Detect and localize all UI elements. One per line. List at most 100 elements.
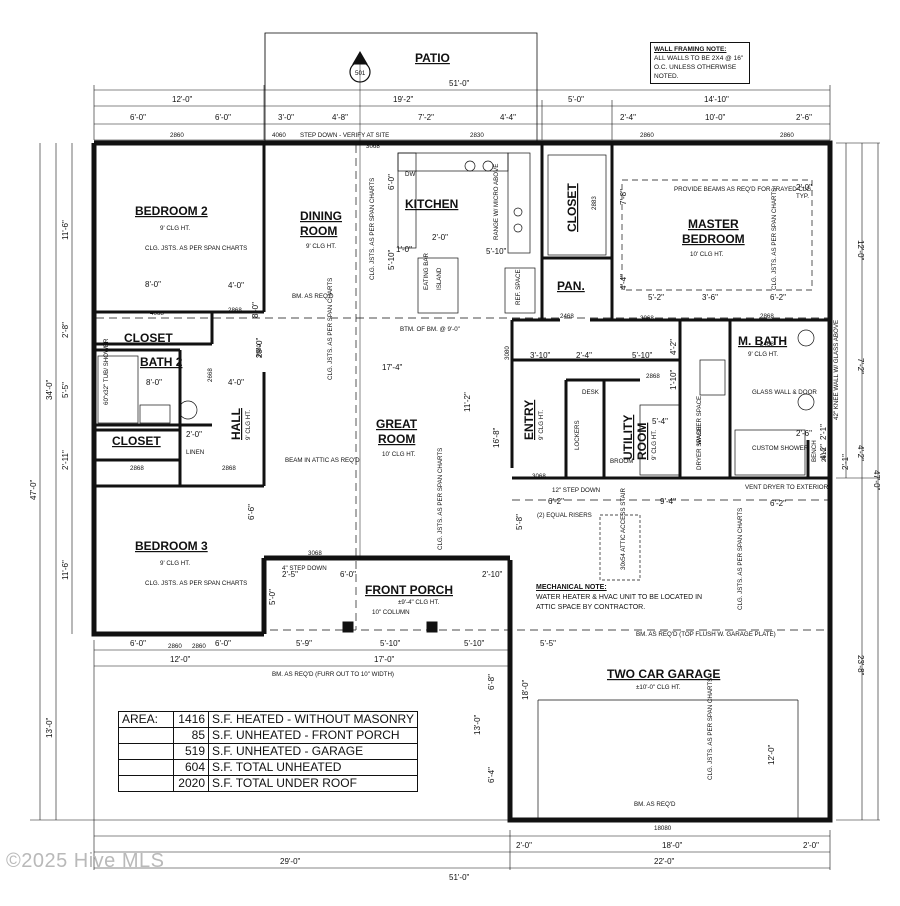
dim-mb-62: 6'-2" <box>770 293 786 302</box>
pantry-label: PAN. <box>557 279 585 293</box>
dim-bed2-4: 4'-0" <box>228 281 244 290</box>
bedroom2-jsts: CLG. JSTS. AS PER SPAN CHARTS <box>145 245 247 252</box>
garage-label: TWO CAR GARAGE <box>607 667 720 681</box>
dim-kit-20b: 2'-0" <box>796 183 812 192</box>
interior-walls <box>96 145 830 488</box>
dim-gar-58: 5'-8" <box>515 514 524 530</box>
dim-mb-52: 5'-2" <box>648 293 664 302</box>
dim-top-e8: 10'-0" <box>705 113 726 122</box>
knee-wall-note: 42" KNEE WALL W/ GLASS ABOVE <box>833 320 840 420</box>
dim-kit-78: 7'-8" <box>619 189 628 205</box>
dim-kit-510: 5'-10" <box>387 249 396 270</box>
dim-great-w: 17'-4" <box>382 363 403 372</box>
dim-bath-42: 4'-2" <box>669 339 678 355</box>
area-row: 85 S.F. UNHEATED - FRONT PORCH <box>118 727 419 744</box>
area-row: 2020 S.F. TOTAL UNDER ROOF <box>118 775 419 792</box>
glass-wall-note: GLASS WALL & DOOR <box>752 389 817 396</box>
garage-door-size: 18080 <box>654 825 672 832</box>
area-num: 604 <box>173 759 209 776</box>
dim-gar-94: 9'-4" <box>660 497 676 506</box>
wall-framing-body: ALL WALLS TO BE 2X4 @ 16" O.C. UNLESS OT… <box>654 55 744 80</box>
dim-bottom-overall: 51'-0" <box>449 873 470 882</box>
bench-label: BENCH <box>811 440 818 462</box>
garage-bm-note: BM. AS REQ'D (TOP FLUSH W. GARAGE PLATE) <box>636 631 776 638</box>
dim-kit-10: 1'-0" <box>396 245 412 254</box>
beams-master-note: PROVIDE BEAMS AS REQ'D FOR TRAYED CLG. <box>674 186 813 193</box>
dim-mb-21b: 2'-1" <box>841 454 850 470</box>
dim-porch-2: 2'-5" <box>282 570 298 579</box>
dim-mb-42b: 4'-2" <box>819 444 828 460</box>
dim-bath-110: 1'-10" <box>669 369 678 390</box>
dim-top-e2: 6'-0" <box>215 113 231 122</box>
dim-left-side: 34'-0" <box>45 379 54 400</box>
door-2868-c: 2868 <box>130 465 144 472</box>
dim-bottom-p4: 5'-5" <box>540 639 556 648</box>
porch-column <box>426 621 438 633</box>
area-row: 604 S.F. TOTAL UNHEATED <box>118 759 419 776</box>
dim-bottom-c1: 12'-0" <box>170 655 191 664</box>
dim-bottom-c2: 17'-0" <box>374 655 395 664</box>
dim-bottom-a1: 29'-0" <box>280 857 301 866</box>
door-2868-e: 2868 <box>760 313 774 320</box>
dim-top-e7: 2'-4" <box>620 113 636 122</box>
dw-label: DW <box>405 171 415 178</box>
dim-top-e4: 4'-8" <box>332 113 348 122</box>
garage-jsts2-note: CLG. JSTS. AS PER SPAN CHARTS <box>707 678 714 780</box>
hall-label: HALL <box>229 408 243 440</box>
typ-note: TYP. <box>796 193 809 200</box>
dim-right-r2: 7'-2" <box>856 358 865 374</box>
area-table: AREA: 1416 S.F. HEATED - WITHOUT MASONRY… <box>118 711 419 792</box>
dim-right-r1: 12'-0" <box>856 240 865 261</box>
mbath-label: M. BATH <box>738 334 787 348</box>
garage-bm2-note: BM. AS REQ'D <box>634 801 676 808</box>
dining-label: DINING <box>300 209 342 223</box>
attic-access-note: 30x54 ATTIC ACCESS STAIR <box>620 488 627 570</box>
garage-jsts-note: CLG. JSTS. AS PER SPAN CHARTS <box>737 508 744 610</box>
dim-great-d: 11'-2" <box>463 392 472 412</box>
step-down-4-note: 4" STEP DOWN <box>282 565 327 572</box>
dim-top-e6: 4'-4" <box>500 113 516 122</box>
entry-clg: 9' CLG HT. <box>538 410 545 440</box>
dim-left-porch: 13'-0" <box>45 717 54 738</box>
broom-label: BROOM <box>610 458 633 465</box>
area-num: 1416 <box>173 711 209 728</box>
beam-attic-note: BEAM IN ATTIC AS REQ'D <box>285 457 360 464</box>
window-w4: 2860 <box>640 132 654 139</box>
dim-ent-510: 5'-10" <box>632 351 653 360</box>
dim-mb-26: 2'-6" <box>796 429 812 438</box>
garage-clg: ±10'-0" CLG HT. <box>636 684 681 691</box>
door-3068-a: 3068 <box>366 143 380 150</box>
island-label: ISLAND <box>436 267 443 290</box>
section-marker <box>349 51 371 83</box>
mechanical-title: MECHANICAL NOTE: <box>536 584 607 591</box>
closet1-label: CLOSET <box>124 331 173 345</box>
dim-patio-depth: 8'-0" <box>251 302 260 318</box>
door-2668: 2668 <box>207 368 214 382</box>
dim-mb-21: 2'-1" <box>819 424 828 440</box>
mechanical-note: MECHANICAL NOTE: WATER HEATER & HVAC UNI… <box>536 583 706 613</box>
door-3068-b: 3068 <box>532 473 546 480</box>
dim-closet-20: 2'-0" <box>186 430 202 439</box>
dim-ent-310: 3'-10" <box>530 351 551 360</box>
dim-bed2-w: 8'-0" <box>145 280 161 289</box>
dim-dining-gap: 29'-0" <box>255 337 264 358</box>
dim-porch-10: 2'-10" <box>482 570 503 579</box>
dim-bottom-b1: 2'-0" <box>516 841 532 850</box>
mbath-clg: 9' CLG HT. <box>748 351 778 358</box>
great-clg: 10' CLG HT. <box>382 451 416 458</box>
wall-framing-title: WALL FRAMING NOTE: <box>654 46 727 53</box>
door-3068-c: 3068 <box>308 550 322 557</box>
dim-left-overall: 47'-0" <box>29 479 38 500</box>
dim-mb-36: 3'-6" <box>702 293 718 302</box>
dim-top-d4: 14'-10" <box>704 95 729 104</box>
dim-right-r4: 23'-8" <box>856 655 865 676</box>
porch-bm-note: BM. AS REQ'D (FURR OUT TO 10" WIDTH) <box>272 671 394 678</box>
dim-bottom-p2: 5'-10" <box>380 639 401 648</box>
door-2610: 2610 <box>821 448 828 462</box>
watermark: ©2025 Hive MLS <box>6 850 165 872</box>
dining-jsts-note: CLG. JSTS. AS PER SPAN CHARTS <box>327 278 334 380</box>
kitchen-jsts-note: CLG. JSTS. AS PER SPAN CHARTS <box>369 178 376 280</box>
washer-label: WASHER SPACE <box>696 396 703 445</box>
dim-top-overall: 51'-0" <box>449 79 470 88</box>
lockers-label: LOCKERS <box>574 420 581 450</box>
